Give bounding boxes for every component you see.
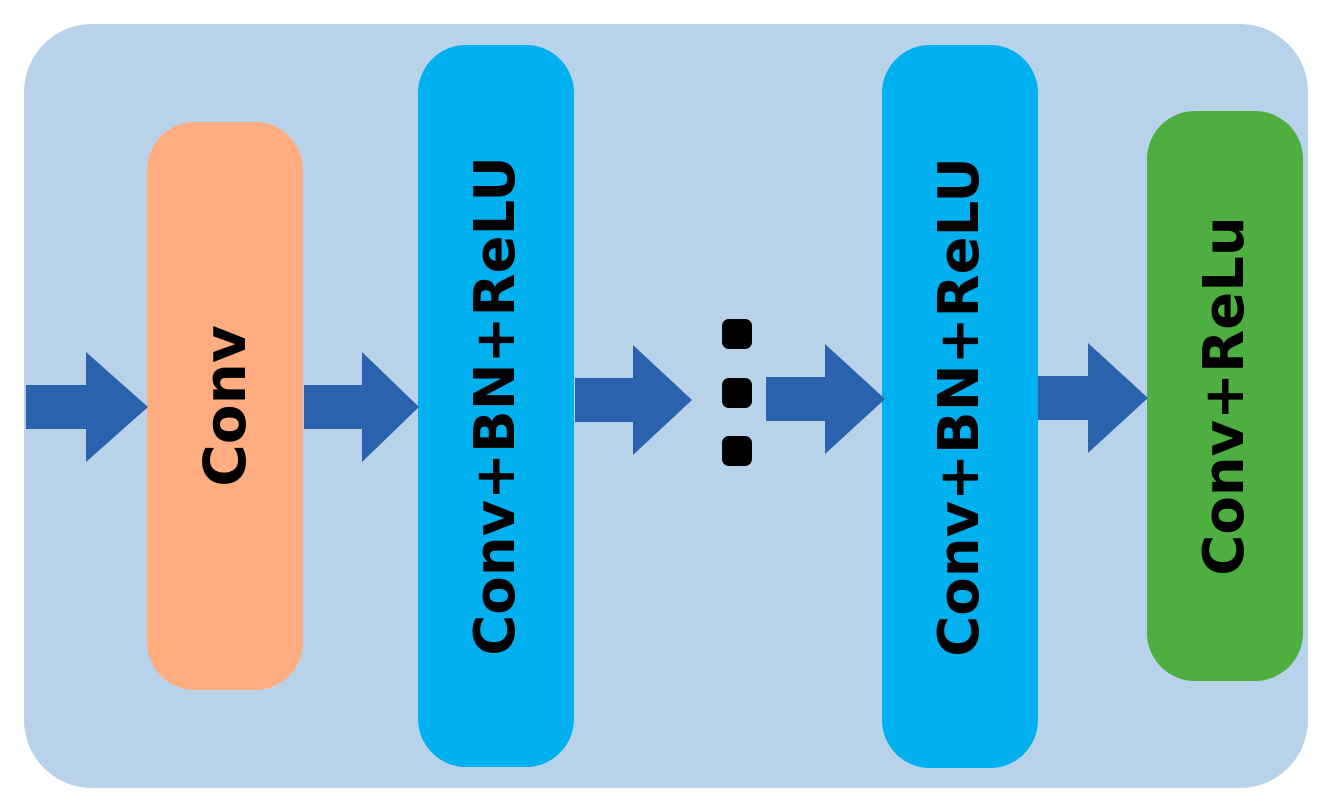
conv-bn-relu-block-last: Conv+BN+ReLU — [882, 45, 1038, 768]
ellipsis-dot-bottom — [722, 436, 752, 466]
input-arrow-icon — [26, 352, 148, 462]
bn-to-ellipsis-arrow-icon — [575, 345, 692, 455]
ellipsis-to-bn-arrow-icon — [766, 344, 885, 454]
ellipsis-dot-middle — [722, 378, 752, 408]
conv-bn-relu-block-first: Conv+BN+ReLU — [418, 45, 574, 767]
conv-relu-output-block: Conv+ReLu — [1147, 111, 1303, 681]
conv-block: Conv — [147, 122, 303, 690]
conv-to-bn-arrow-icon — [304, 352, 419, 462]
bn-to-output-arrow-icon — [1038, 343, 1148, 453]
ellipsis-dot-top — [722, 319, 752, 349]
